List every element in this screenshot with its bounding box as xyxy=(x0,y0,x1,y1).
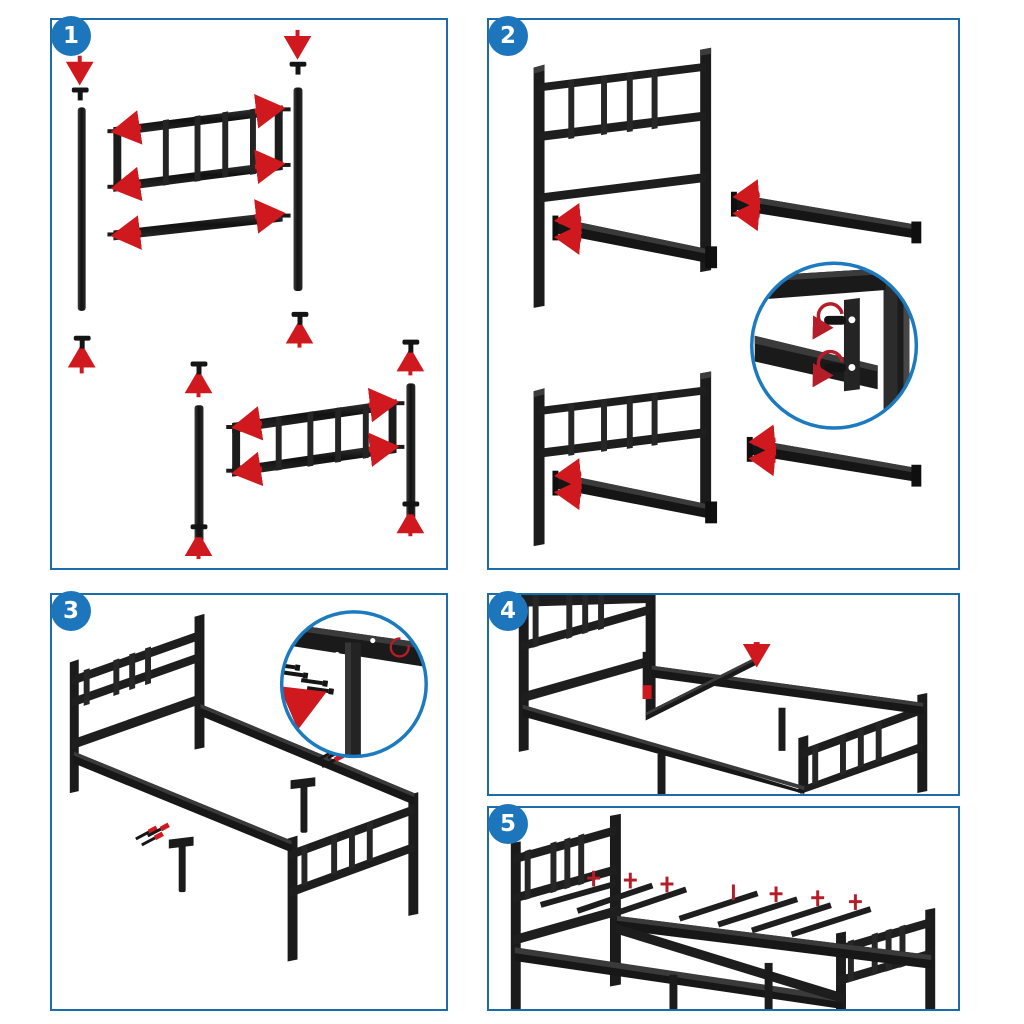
red-arrows-rail-upper xyxy=(553,203,582,255)
center-post-4 xyxy=(642,651,652,699)
bolt-top-right xyxy=(283,29,312,75)
red-arrows-rail-lower xyxy=(553,458,582,511)
bracket-hook-detail-callout xyxy=(750,261,919,430)
step-panel-4 xyxy=(487,593,960,796)
step-2-illustration xyxy=(489,20,958,568)
side-rail-attached-lower xyxy=(552,470,718,524)
slat-group-5 xyxy=(539,880,872,938)
step-panel-1 xyxy=(50,18,448,570)
side-rail-front-4 xyxy=(522,704,805,794)
red-slide-arrows-upper xyxy=(110,93,286,250)
headboard-upper xyxy=(533,47,712,308)
leg-upper-right xyxy=(293,87,303,292)
headboard-frame xyxy=(69,613,205,794)
red-markers-5 xyxy=(587,870,862,910)
step-badge-4: 4 xyxy=(488,591,528,631)
center-leg-back-4 xyxy=(778,707,786,751)
center-support-rail-4 xyxy=(645,655,759,721)
center-support-rail-5 xyxy=(615,923,846,1005)
step-badge-1: 1 xyxy=(51,16,91,56)
headboard-frame-5 xyxy=(510,813,621,1009)
bolt-top-left xyxy=(65,55,94,101)
footboard-frame xyxy=(287,792,419,962)
center-leg-a-5 xyxy=(669,974,678,1009)
bolt-lower-c xyxy=(285,311,314,348)
step-panel-2 xyxy=(487,18,960,570)
step-panel-3 xyxy=(50,593,448,1011)
footboard-frame-4 xyxy=(798,693,928,794)
side-rail-right-back xyxy=(200,703,415,805)
leg-upper-left xyxy=(77,107,86,311)
screw-insertion-detail-callout xyxy=(279,610,428,759)
red-arrows-rail-loose-upper xyxy=(732,179,761,232)
leg-lower-left xyxy=(194,405,204,551)
headboard-lower xyxy=(533,371,712,547)
bolt-lower-d xyxy=(396,339,425,376)
red-down-arrow-4 xyxy=(742,642,771,668)
bolt-lower-a xyxy=(184,361,213,398)
side-rail-front-5 xyxy=(514,947,842,1009)
step-badge-3: 3 xyxy=(51,591,91,631)
bolt-mid-left xyxy=(67,335,96,374)
head-panel-lower xyxy=(226,399,405,477)
leg-lower-right xyxy=(406,383,416,529)
side-rail-left-front xyxy=(73,751,292,853)
step-1-illustration xyxy=(52,20,446,568)
step-panel-5 xyxy=(487,806,960,1011)
center-leg-front-4 xyxy=(657,753,666,794)
side-rail-attached-upper xyxy=(552,215,718,269)
center-leg-b-5 xyxy=(764,962,773,1009)
screws-front-group xyxy=(135,822,170,847)
step-4-illustration xyxy=(489,595,958,794)
red-slide-arrows-lower xyxy=(231,387,400,487)
center-leg-front xyxy=(168,836,194,893)
bolt-lower-b xyxy=(184,524,213,560)
bolt-lower-e xyxy=(396,501,425,537)
step-badge-5: 5 xyxy=(488,804,528,844)
step-3-illustration xyxy=(52,595,446,1009)
side-rail-back-5 xyxy=(616,915,932,969)
step-5-illustration xyxy=(489,808,958,1009)
red-arrows-rail-loose-lower xyxy=(748,424,777,477)
head-panel-upper xyxy=(107,105,291,192)
step-badge-2: 2 xyxy=(488,16,528,56)
center-leg-back xyxy=(290,777,316,833)
